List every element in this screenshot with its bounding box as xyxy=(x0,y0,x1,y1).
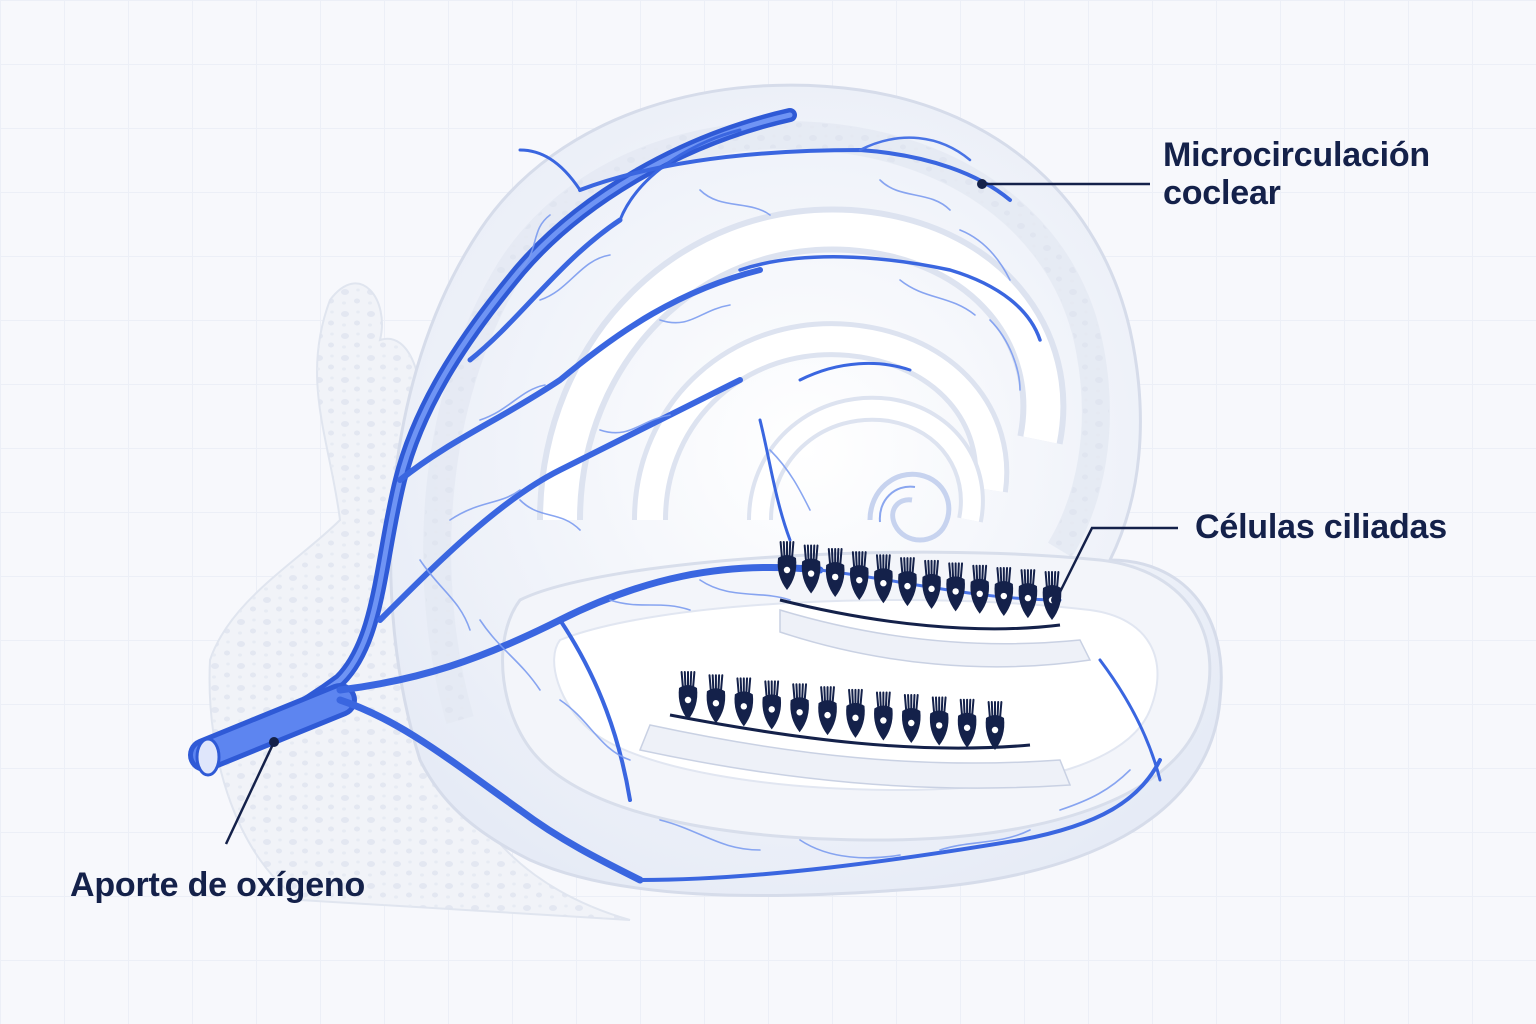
leader-dot-oxygen xyxy=(269,737,279,747)
hair-cell xyxy=(706,674,726,724)
hair-cell xyxy=(946,562,965,612)
leader-line-hair-cells xyxy=(1054,526,1178,601)
hair-cell-row-lower xyxy=(678,671,1005,750)
leader-lines xyxy=(224,179,1178,845)
hair-cell xyxy=(678,671,698,720)
hair-cell xyxy=(957,698,977,748)
hair-cell xyxy=(846,688,865,738)
hair-cell xyxy=(994,567,1014,617)
hair-cell xyxy=(985,701,1005,750)
cochlea-spiral xyxy=(537,206,1067,543)
hair-cell xyxy=(874,691,893,741)
label-microcirculation: Microcirculación coclear xyxy=(1163,136,1430,212)
hair-cell xyxy=(922,559,941,609)
vessel-network xyxy=(188,108,1162,884)
hair-cell xyxy=(874,554,893,604)
hair-cell xyxy=(825,547,845,597)
hair-cell xyxy=(849,551,869,601)
hair-cell xyxy=(898,557,917,607)
hair-cell xyxy=(970,564,990,614)
leader-dot-microcirculation xyxy=(977,179,987,189)
hair-cell xyxy=(801,544,821,594)
leader-line-oxygen xyxy=(224,741,276,845)
hair-cell xyxy=(1018,569,1038,619)
label-hair-cells: Células ciliadas xyxy=(1195,508,1447,546)
hair-cell-row-upper xyxy=(777,541,1062,620)
hair-cell xyxy=(762,680,782,730)
hair-cell xyxy=(901,694,921,744)
hair-cell xyxy=(777,541,797,590)
hair-cell xyxy=(734,677,754,727)
label-oxygen-supply: Aporte de oxígeno xyxy=(70,866,366,904)
hair-cell xyxy=(790,683,809,733)
hair-cell xyxy=(818,686,837,736)
leader-dot-hair-cells xyxy=(1051,595,1061,605)
label-microcirculation-line2: coclear xyxy=(1163,174,1281,212)
vessel-opening xyxy=(195,737,221,777)
label-microcirculation-line1: Microcirculación xyxy=(1163,136,1430,174)
hair-cell xyxy=(929,696,949,746)
